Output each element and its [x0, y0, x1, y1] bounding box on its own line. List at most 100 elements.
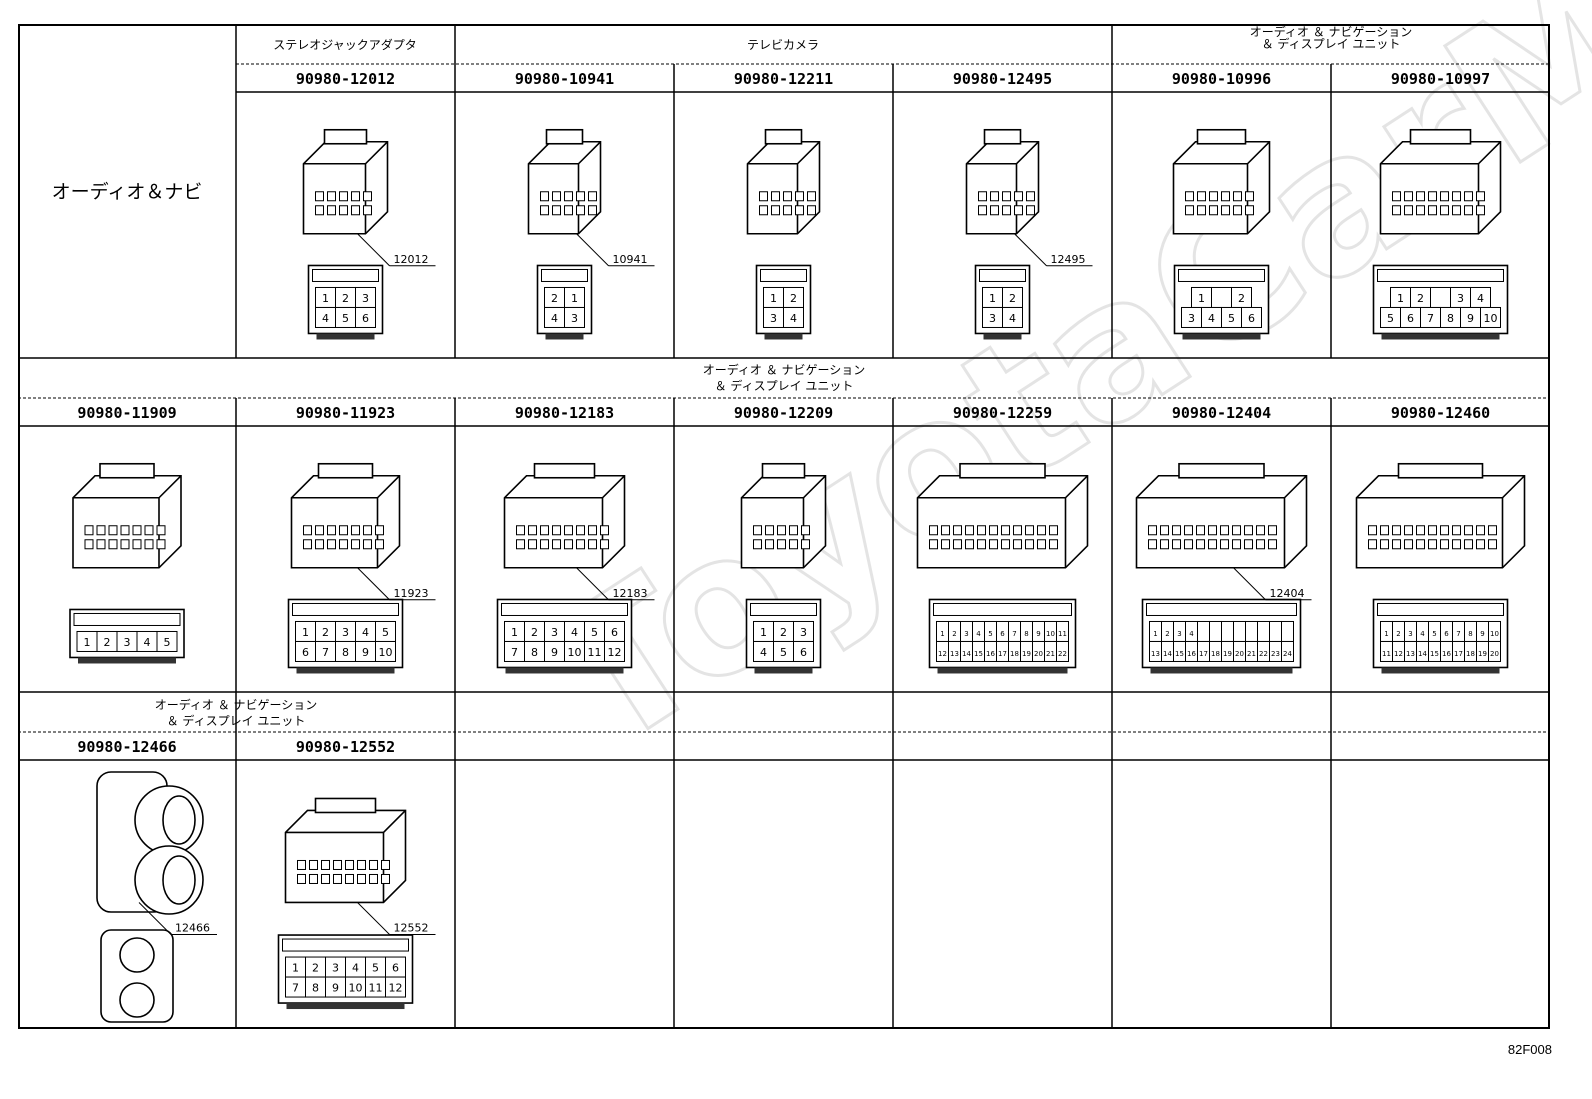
part-number: 90980-12495 — [953, 70, 1052, 88]
pin-number: 13 — [1406, 650, 1415, 658]
pin-number: 2 — [780, 626, 787, 639]
pin-number: 3 — [800, 626, 807, 639]
svg-text:12012: 12012 — [394, 253, 429, 266]
pin-number: 19 — [1478, 650, 1487, 658]
pin-number: 3 — [1188, 312, 1195, 325]
part-callout: 12183 — [576, 567, 655, 601]
pin-number: 3 — [770, 312, 777, 325]
pin-number: 3 — [964, 630, 968, 638]
pin-number: 22 — [1259, 650, 1268, 658]
pin-number: 6 — [1407, 312, 1414, 325]
pin-number: 2 — [322, 626, 329, 639]
pin-number: 3 — [571, 312, 578, 325]
part-number: 90980-12211 — [734, 70, 833, 88]
pin-number: 24 — [1283, 650, 1292, 658]
connector-drawing — [740, 462, 827, 569]
pin-number: 2 — [1009, 292, 1016, 305]
group-header-stereo-jack: ステレオジャックアダプタ — [273, 37, 416, 52]
group-header-audio-nav-line1: オーディオ ＆ ナビゲーション — [703, 362, 866, 377]
pin-number: 6 — [1248, 312, 1255, 325]
pin-number: 6 — [1444, 630, 1449, 638]
pin-number: 6 — [800, 646, 807, 659]
pin-number: 5 — [780, 646, 787, 659]
svg-text:12552: 12552 — [394, 921, 429, 934]
pin-number: 2 — [342, 292, 349, 305]
pin-number: 9 — [1036, 630, 1040, 638]
pin-number: 1 — [760, 626, 767, 639]
pin-number: 16 — [1442, 650, 1451, 658]
connector-drawing — [72, 462, 182, 569]
pin-number: 5 — [164, 636, 171, 649]
pin-number: 10 — [568, 646, 582, 659]
svg-text:12183: 12183 — [613, 587, 648, 600]
part-callout: 12012 — [357, 233, 436, 267]
svg-text:12404: 12404 — [1270, 587, 1305, 600]
pin-number: 16 — [986, 650, 995, 658]
group-header-audio-nav-line2: ＆ ディスプレイ ユニット — [715, 378, 854, 393]
section-title: オーディオ＆ナビ — [52, 181, 203, 203]
pin-number: 8 — [342, 646, 349, 659]
pin-number: 1 — [1153, 630, 1157, 638]
pin-number: 4 — [1477, 292, 1484, 305]
pin-number: 2 — [531, 626, 538, 639]
connector-drawing — [1355, 462, 1526, 569]
pin-number: 6 — [362, 312, 369, 325]
pin-number: 4 — [1189, 630, 1194, 638]
pin-number: 8 — [1468, 630, 1472, 638]
pin-number: 5 — [1228, 312, 1235, 325]
pin-number: 5 — [372, 961, 379, 974]
pin-number: 7 — [511, 646, 518, 659]
group-header-audio-nav-line1: オーディオ ＆ ナビゲーション — [155, 697, 318, 712]
pin-number: 9 — [332, 981, 339, 994]
pin-number: 4 — [790, 312, 797, 325]
pin-number: 7 — [1456, 630, 1460, 638]
pin-number: 10 — [379, 646, 393, 659]
part-callout: 12404 — [1233, 567, 1312, 601]
pin-number: 21 — [1046, 650, 1055, 658]
pin-number: 20 — [1034, 650, 1043, 658]
pin-number: 4 — [1208, 312, 1215, 325]
pin-number: 2 — [1238, 292, 1245, 305]
pin-number: 3 — [551, 626, 558, 639]
connector-table: オーディオ＆ナビ ステレオジャックアダプタテレビカメラオーディオ ＆ ナビゲーシ… — [18, 24, 1550, 1029]
pin-number: 11 — [588, 646, 602, 659]
pin-number: 1 — [571, 292, 578, 305]
pin-number: 21 — [1247, 650, 1256, 658]
pin-number: 3 — [1457, 292, 1464, 305]
pin-number: 4 — [144, 636, 151, 649]
pin-number: 12 — [1394, 650, 1403, 658]
connector-drawing — [916, 462, 1089, 569]
svg-text:12495: 12495 — [1051, 253, 1086, 266]
part-number: 90980-10941 — [515, 70, 614, 88]
pin-number: 2 — [1417, 292, 1424, 305]
pin-number: 11 — [369, 981, 383, 994]
pin-number: 2 — [1165, 630, 1169, 638]
pin-number: 4 — [1420, 630, 1425, 638]
pin-number: 1 — [770, 292, 777, 305]
pin-number: 3 — [124, 636, 131, 649]
pin-number: 1 — [511, 626, 518, 639]
connector-drawing — [1135, 462, 1308, 569]
pin-number: 1 — [322, 292, 329, 305]
pin-number: 3 — [332, 961, 339, 974]
part-number: 90980-10997 — [1391, 70, 1490, 88]
part-number: 90980-12183 — [515, 404, 614, 422]
pin-number: 5 — [591, 626, 598, 639]
part-callout: 12466 — [138, 902, 217, 935]
pin-number: 8 — [1024, 630, 1028, 638]
pin-number: 5 — [1432, 630, 1436, 638]
pin-number: 14 — [1418, 650, 1427, 658]
part-callout: 12495 — [1014, 233, 1093, 267]
connector-drawing — [1379, 128, 1502, 235]
pin-number: 11 — [1382, 650, 1391, 658]
group-header-audio-nav-line1: オーディオ ＆ ナビゲーション — [1250, 24, 1413, 39]
connector-drawing — [1172, 128, 1271, 235]
pin-number: 2 — [312, 961, 319, 974]
part-number: 90980-12012 — [296, 70, 395, 88]
pin-number: 17 — [1454, 650, 1463, 658]
